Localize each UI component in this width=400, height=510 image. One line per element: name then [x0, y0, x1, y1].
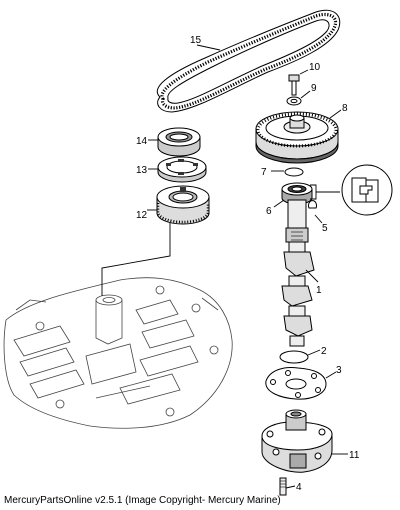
- o-ring-small: [284, 167, 304, 177]
- oil-pump: [261, 409, 333, 473]
- thrust-bearing: [157, 156, 207, 183]
- callout-5: 5: [322, 223, 328, 234]
- gasket: [265, 367, 327, 400]
- callout-12: 12: [136, 210, 148, 221]
- o-ring: [279, 350, 309, 364]
- bearing-leader-line: [101, 222, 171, 296]
- callout-13: 13: [136, 165, 148, 176]
- bolt: [288, 74, 300, 96]
- stud: [279, 477, 287, 496]
- cam-pulley: [255, 111, 339, 164]
- woodruff-key: [308, 200, 317, 209]
- callout-8: 8: [342, 103, 348, 114]
- callout-4: 4: [296, 482, 302, 493]
- callout-11: 11: [349, 450, 360, 461]
- callout-15: 15: [190, 35, 202, 46]
- bearing: [156, 185, 210, 225]
- callout-1: 1: [316, 285, 322, 296]
- image-caption: MercuryPartsOnline v2.5.1 (Image Copyrig…: [4, 495, 281, 506]
- callout-2: 2: [321, 346, 327, 357]
- callout-6: 6: [266, 206, 272, 217]
- callout-7: 7: [261, 167, 267, 178]
- callout-14: 14: [136, 136, 148, 147]
- timing-belt: [156, 9, 341, 113]
- camshaft: [281, 199, 315, 347]
- callout-3: 3: [336, 365, 342, 376]
- seal: [157, 127, 201, 157]
- washer: [286, 96, 302, 106]
- callout-9: 9: [311, 83, 317, 94]
- callout-10: 10: [309, 62, 321, 73]
- cylinder-head: [3, 277, 233, 429]
- key-detail: [310, 164, 393, 216]
